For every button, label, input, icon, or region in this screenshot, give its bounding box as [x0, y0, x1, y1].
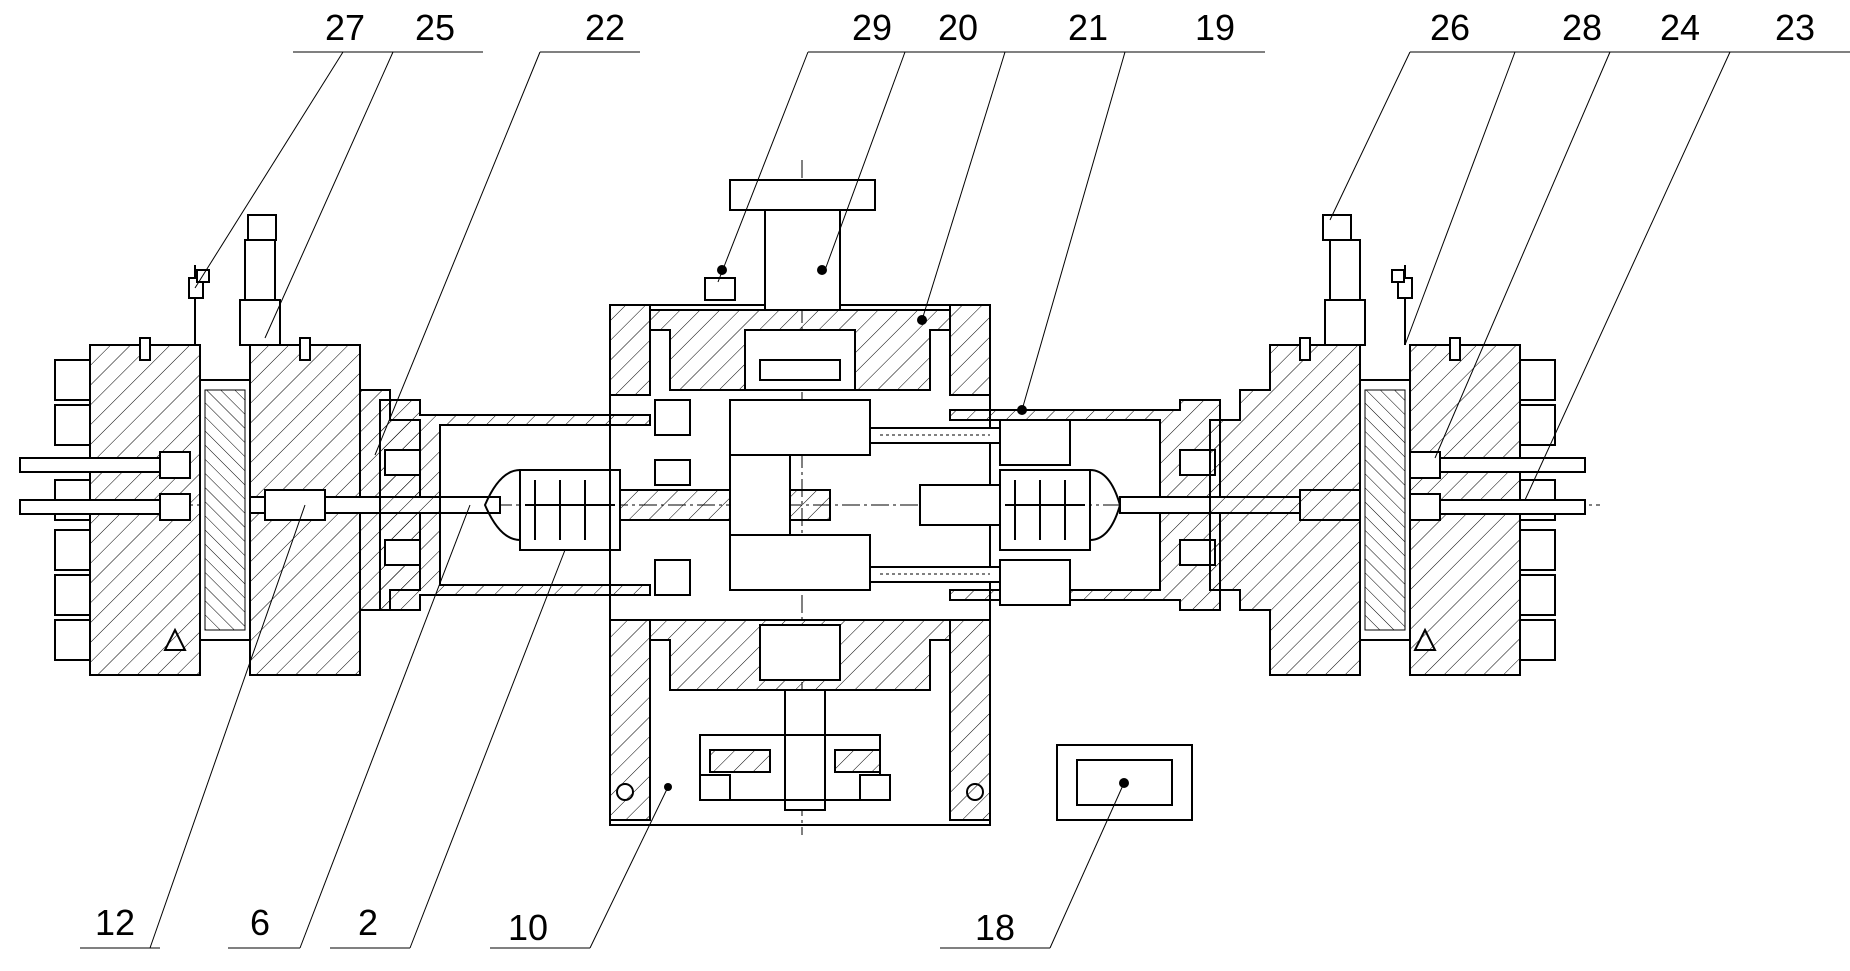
control-box — [1056, 744, 1193, 821]
callout-10: 10 — [508, 907, 548, 948]
callout-26: 26 — [1430, 7, 1470, 48]
left-crosshead-guide — [379, 399, 731, 611]
callout-6: 6 — [250, 902, 270, 943]
callout-12: 12 — [95, 902, 135, 943]
callout-29: 29 — [852, 7, 892, 48]
left-cylinder-head — [19, 214, 421, 676]
callout-18: 18 — [975, 907, 1015, 948]
marker-dot — [817, 265, 827, 275]
right-connecting-rods — [869, 427, 1001, 583]
callout-27: 27 — [325, 7, 365, 48]
callout-25: 25 — [415, 7, 455, 48]
callout-28: 28 — [1562, 7, 1602, 48]
callout-22: 22 — [585, 7, 625, 48]
right-cylinder-head — [1209, 214, 1586, 676]
callout-19: 19 — [1195, 7, 1235, 48]
marker-dot — [717, 265, 727, 275]
callout-23: 23 — [1775, 7, 1815, 48]
callout-21: 21 — [1068, 7, 1108, 48]
leader-lines — [80, 51, 1850, 949]
callout-24: 24 — [1660, 7, 1700, 48]
crankcase — [609, 179, 991, 826]
callout-20: 20 — [938, 7, 978, 48]
callout-2: 2 — [358, 902, 378, 943]
